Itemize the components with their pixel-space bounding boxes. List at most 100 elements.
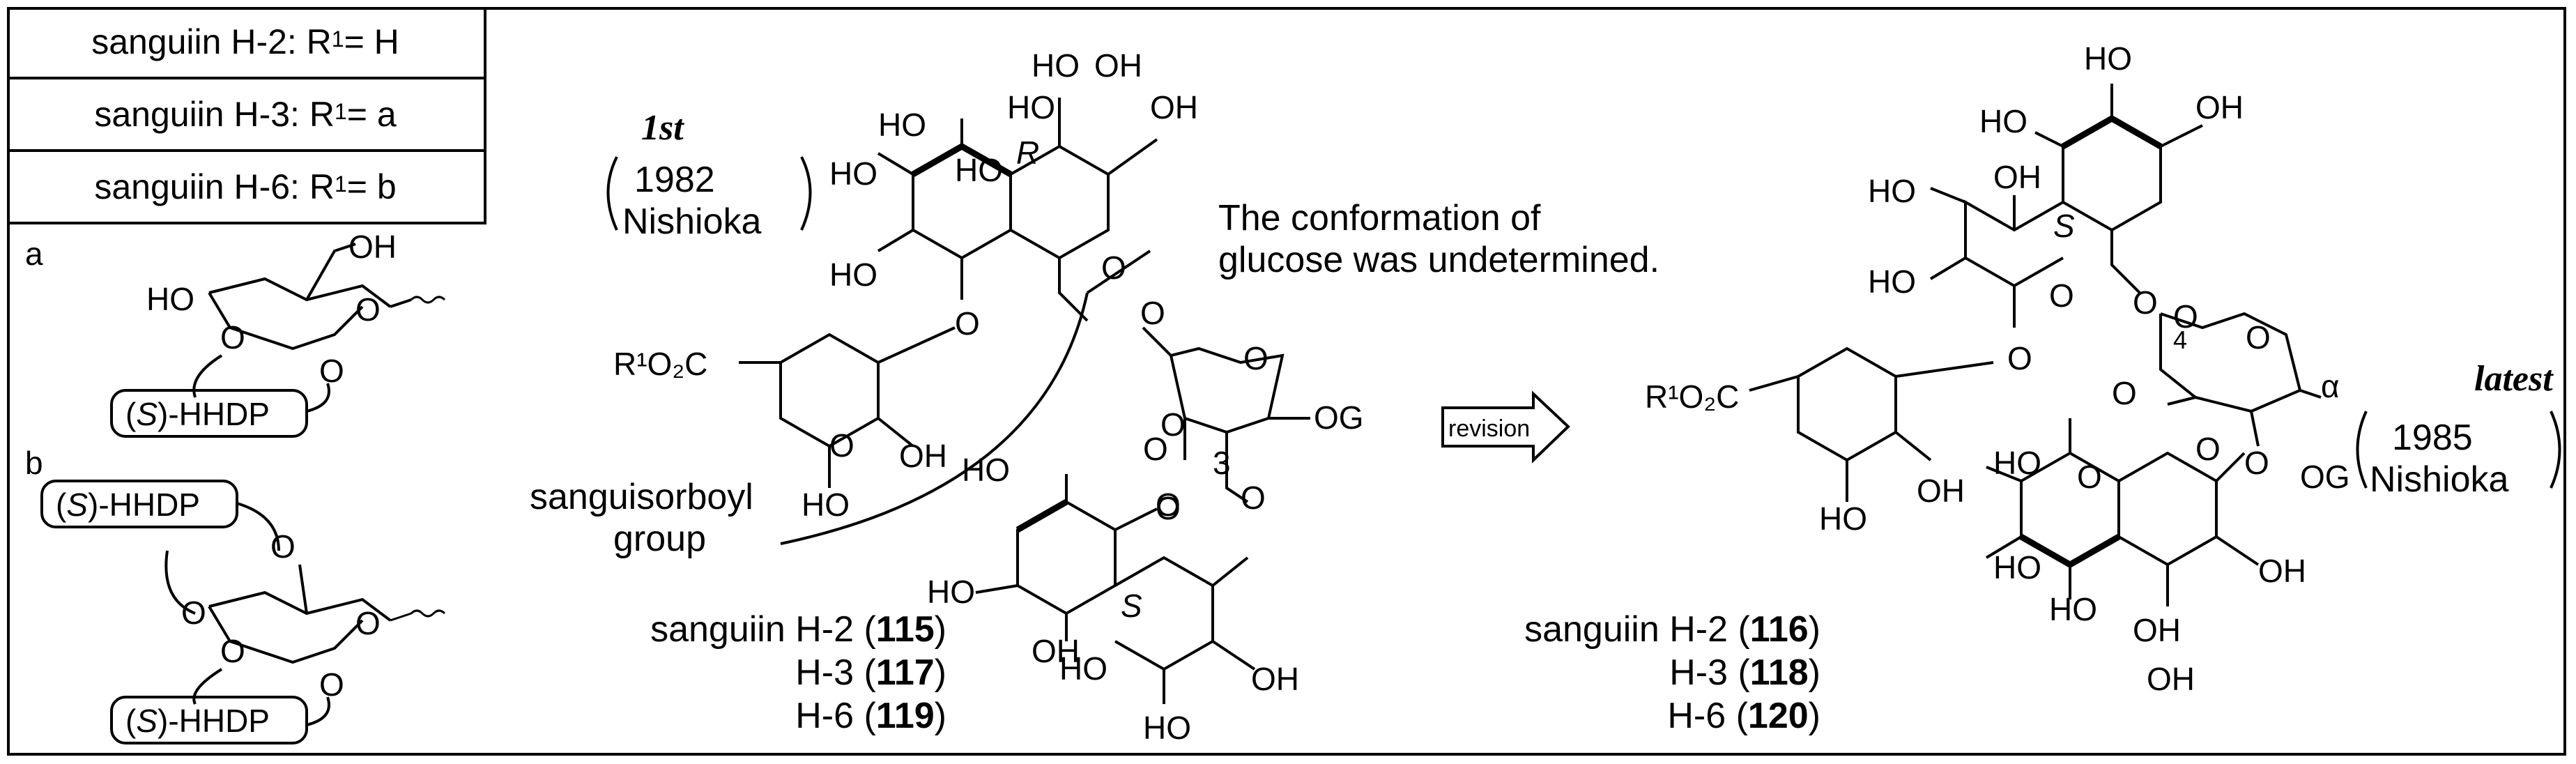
svg-text:OH: OH (2258, 553, 2306, 589)
svg-text:O: O (319, 353, 344, 389)
svg-text:O: O (1160, 406, 1186, 443)
svg-text:R¹O₂C: R¹O₂C (613, 346, 707, 382)
svg-text:OH: OH (1150, 89, 1198, 125)
svg-text:R: R (1016, 135, 1039, 171)
svg-text:HO: HO (1819, 501, 1867, 537)
svg-text:HO: HO (2084, 40, 2132, 77)
revision-arrow: revision (1441, 390, 1570, 464)
svg-text:O: O (2133, 284, 2158, 321)
svg-text:O: O (955, 305, 980, 342)
svg-text:O: O (1243, 340, 1268, 376)
first-structure: 1st 1982 Nishioka The conformation of gl… (530, 47, 1659, 746)
svg-text:O: O (1143, 431, 1168, 467)
svg-text:O: O (355, 605, 381, 641)
svg-text:HO: HO (962, 452, 1010, 488)
svg-text:HO: HO (1868, 263, 1916, 300)
svg-text:H-3 (118): H-3 (118) (1669, 652, 1820, 693)
svg-text:HO: HO (1868, 173, 1916, 209)
svg-text:1982: 1982 (634, 160, 715, 200)
svg-text:OH: OH (1094, 47, 1142, 84)
svg-text:HO: HO (878, 107, 926, 143)
svg-text:O: O (2049, 277, 2074, 314)
svg-text:sanguiin H-2 (116): sanguiin H-2 (116) (1524, 609, 1820, 650)
figure-frame (7, 7, 2566, 756)
substituent-b: b (S)-HHDP O O O O O (S)-HHDP (25, 445, 446, 744)
svg-text:b: b (25, 445, 43, 481)
svg-text:HO: HO (927, 574, 975, 610)
svg-text:HO: HO (1993, 549, 2041, 586)
svg-text:H-6 (119): H-6 (119) (795, 696, 946, 736)
svg-text:O: O (2077, 459, 2102, 495)
svg-text:O: O (2195, 431, 2221, 467)
svg-text:HO: HO (1059, 650, 1107, 687)
svg-text:revision: revision (1448, 415, 1530, 442)
svg-text:R¹O₂C: R¹O₂C (1645, 379, 1739, 415)
svg-text:OH: OH (1993, 159, 2041, 195)
svg-text:H-3 (117): H-3 (117) (795, 652, 946, 693)
svg-text:HO: HO (2049, 591, 2097, 627)
svg-text:OH: OH (1251, 661, 1299, 697)
svg-text:3: 3 (1213, 445, 1231, 481)
svg-text:O: O (2246, 319, 2271, 356)
svg-text:O: O (2244, 445, 2269, 481)
svg-text:OH: OH (1917, 473, 1965, 509)
svg-text:H-6 (120): H-6 (120) (1667, 696, 1820, 736)
svg-text:4: 4 (2173, 326, 2187, 354)
svg-text:O: O (220, 633, 245, 669)
svg-text:The conformation of: The conformation of (1218, 198, 1541, 238)
svg-text:S: S (1121, 588, 1142, 624)
svg-text:Nishioka: Nishioka (622, 201, 761, 242)
latest-structure: latest 1985 Nishioka S HO OH HO OH HO HO… (1524, 40, 2561, 736)
svg-text:OH: OH (1032, 633, 1080, 669)
svg-text:O: O (1140, 295, 1165, 331)
svg-text:OH: OH (2147, 661, 2195, 697)
svg-text:O: O (319, 666, 344, 703)
svg-text:glucose was undetermined.: glucose was undetermined. (1218, 240, 1659, 280)
svg-text:(S)-HHDP: (S)-HHDP (125, 396, 270, 432)
svg-text:(S)-HHDP: (S)-HHDP (125, 703, 270, 739)
svg-text:OH: OH (899, 438, 947, 474)
svg-text:group: group (613, 519, 706, 559)
svg-text:HO: HO (1143, 710, 1191, 746)
svg-text:1985: 1985 (2392, 418, 2473, 458)
svg-text:O: O (355, 291, 381, 328)
svg-text:OH: OH (348, 229, 397, 265)
substituent-a: a OH HO O O O (S)-HHDP (25, 229, 446, 438)
svg-text:O: O (2007, 340, 2032, 376)
svg-text:HO: HO (146, 281, 194, 317)
svg-text:Nishioka: Nishioka (2370, 459, 2508, 500)
svg-text:O: O (220, 319, 245, 356)
svg-text:α: α (2321, 368, 2340, 404)
svg-text:O: O (829, 427, 854, 464)
svg-text:latest: latest (2474, 359, 2554, 399)
svg-text:OG: OG (1314, 399, 1364, 436)
svg-text:1st: 1st (641, 108, 684, 148)
svg-text:(S)-HHDP: (S)-HHDP (56, 487, 200, 523)
svg-text:a: a (25, 236, 43, 272)
svg-text:sanguiin H-2 (115): sanguiin H-2 (115) (650, 609, 946, 650)
svg-text:HO: HO (1007, 89, 1055, 125)
svg-text:HO: HO (829, 257, 877, 293)
svg-text:HO: HO (802, 487, 850, 523)
svg-text:O: O (2112, 375, 2137, 411)
svg-text:HO: HO (1032, 47, 1080, 84)
svg-text:O: O (270, 528, 296, 565)
svg-text:O: O (2173, 298, 2198, 335)
svg-text:HO: HO (1993, 445, 2041, 481)
svg-text:sanguisorboyl: sanguisorboyl (530, 477, 753, 517)
svg-text:OG: OG (2300, 459, 2350, 495)
svg-text:S: S (2053, 208, 2075, 244)
svg-text:HO: HO (955, 152, 1003, 188)
svg-text:O: O (1156, 490, 1181, 526)
svg-text:HO: HO (829, 155, 877, 192)
svg-text:OH: OH (2195, 89, 2244, 125)
svg-text:HO: HO (1979, 103, 2027, 139)
svg-text:OH: OH (2133, 612, 2181, 648)
svg-text:O: O (1241, 480, 1266, 516)
svg-text:O: O (1156, 487, 1181, 523)
